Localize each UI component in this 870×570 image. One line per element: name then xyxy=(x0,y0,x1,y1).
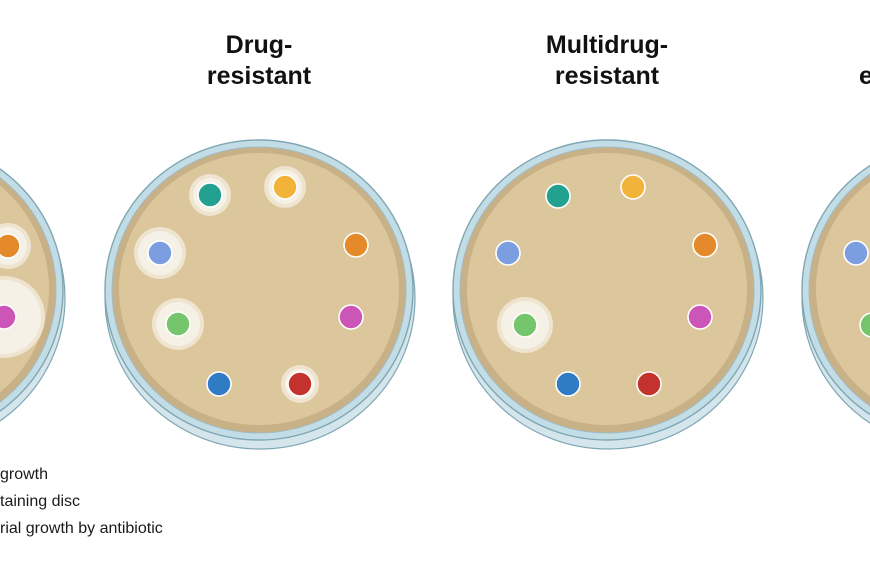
multidrug-resistant-disc-lightblue xyxy=(495,240,521,266)
left-disc-orange xyxy=(0,233,21,259)
right-disc-lightblue xyxy=(843,240,869,266)
right-disc-green xyxy=(859,312,870,338)
legend-growth-label: growth xyxy=(0,466,49,483)
multidrug-resistant-disc-blue xyxy=(555,371,581,397)
multidrug-resistant-disc-magenta xyxy=(687,304,713,330)
legend-inhibition-label: rial growth by antibiotic xyxy=(0,520,163,537)
legend-disc-label: taining disc xyxy=(0,493,81,510)
multidrug-resistant-disc-red xyxy=(636,371,662,397)
multidrug-resistant-disc-orange xyxy=(692,232,718,258)
drug-resistant-disc-orange xyxy=(343,232,369,258)
drug-resistant-disc-blue xyxy=(206,371,232,397)
drug-resistant-disc-teal xyxy=(197,182,223,208)
left-disc-magenta xyxy=(0,304,17,330)
multidrug-resistant-disc-yellow xyxy=(620,174,646,200)
drug-resistant-disc-red xyxy=(287,371,313,397)
drug-resistant-disc-lightblue xyxy=(147,240,173,266)
drug-resistant-disc-yellow xyxy=(272,174,298,200)
title-drug-resistant: Drug- resistant xyxy=(206,31,312,90)
drug-resistant-disc-magenta xyxy=(338,304,364,330)
drug-resistant-agar xyxy=(119,153,399,425)
left-zone-magenta xyxy=(0,280,41,354)
title-multidrug-resistant: Multidrug- resistant xyxy=(545,31,669,90)
multidrug-resistant-disc-green xyxy=(512,312,538,338)
right-agar xyxy=(816,181,870,397)
multidrug-resistant-disc-teal xyxy=(545,183,571,209)
multidrug-resistant-agar xyxy=(467,153,747,425)
drug-resistant-disc-green xyxy=(165,311,191,337)
title-partial-right: e xyxy=(859,62,870,90)
